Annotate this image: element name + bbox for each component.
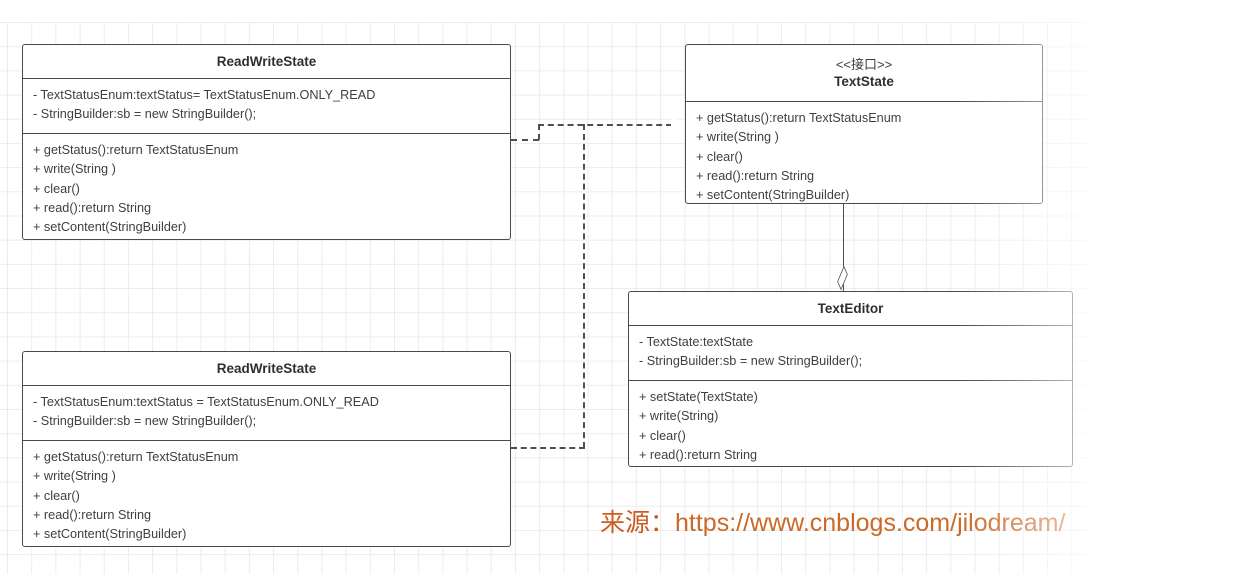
class-methods-read-write-state-top: + getStatus():return TextStatusEnum + wr… bbox=[23, 133, 510, 245]
method-row: + read():return String bbox=[33, 507, 152, 522]
method-row: + write(String ) bbox=[33, 162, 116, 177]
class-title: TextEditor bbox=[817, 300, 884, 316]
class-box-read-write-state-bottom[interactable]: ReadWriteState - TextStatusEnum:textStat… bbox=[22, 351, 511, 547]
method-row: + read():return String bbox=[639, 447, 758, 462]
method-row: + clear() bbox=[696, 149, 743, 164]
class-attributes-read-write-state-top: - TextStatusEnum:textStatus= TextStatusE… bbox=[23, 78, 510, 133]
watermark-url: https://www.cnblogs.com/jilodream/ bbox=[675, 509, 1066, 537]
method-row: + clear() bbox=[33, 181, 80, 196]
class-box-text-state-interface[interactable]: <<接口>> TextState + getStatus():return Te… bbox=[685, 44, 1043, 204]
method-row: + write(String) bbox=[639, 409, 719, 424]
class-methods-read-write-state-bottom: + getStatus():return TextStatusEnum + wr… bbox=[23, 440, 510, 552]
class-header-read-write-state-bottom: ReadWriteState bbox=[23, 352, 510, 385]
method-row: + getStatus():return TextStatusEnum bbox=[696, 111, 902, 125]
method-row: + getStatus():return TextStatusEnum bbox=[33, 143, 239, 157]
source-watermark: 来源：https://www.cnblogs.com/jilodream/ bbox=[600, 503, 1065, 539]
class-header-text-editor: TextEditor bbox=[629, 292, 1072, 325]
attribute-row: - StringBuilder:sb = new StringBuilder()… bbox=[639, 354, 863, 369]
stereotype-label: <<接口>> bbox=[835, 56, 893, 72]
realization-arrowhead-top bbox=[671, 116, 685, 132]
class-title: ReadWriteState bbox=[216, 360, 317, 376]
class-title: ReadWriteState bbox=[216, 53, 317, 69]
attribute-row: - TextState:textState bbox=[639, 335, 754, 349]
method-row: + read():return String bbox=[696, 168, 815, 183]
class-title: TextState bbox=[834, 73, 894, 89]
method-row: + clear() bbox=[33, 488, 80, 503]
method-row: + write(String ) bbox=[696, 130, 779, 145]
class-methods-text-state-interface: + getStatus():return TextStatusEnum + wr… bbox=[686, 101, 1042, 213]
method-row: + getStatus():return TextStatusEnum bbox=[33, 450, 239, 464]
method-row: + read():return String bbox=[33, 200, 152, 215]
realization-segment-top-stub bbox=[511, 139, 539, 141]
method-row: + write(String ) bbox=[33, 469, 116, 484]
method-row: + clear() bbox=[639, 428, 686, 443]
method-row: + setContent(StringBuilder) bbox=[33, 527, 187, 542]
realization-segment-top-run bbox=[538, 124, 672, 126]
realization-segment-bottom-run bbox=[511, 447, 585, 449]
aggregation-diamond-icon bbox=[837, 265, 848, 291]
attribute-row: - StringBuilder:sb = new StringBuilder()… bbox=[33, 107, 257, 122]
class-box-text-editor[interactable]: TextEditor - TextState:textState - Strin… bbox=[628, 291, 1073, 467]
class-header-text-state-interface: <<接口>> TextState bbox=[686, 45, 1042, 101]
class-attributes-read-write-state-bottom: - TextStatusEnum:textStatus = TextStatus… bbox=[23, 385, 510, 440]
class-header-read-write-state-top: ReadWriteState bbox=[23, 45, 510, 78]
realization-segment-top-riser bbox=[538, 124, 540, 140]
watermark-label: 来源： bbox=[600, 509, 676, 537]
realization-segment-trunk bbox=[583, 124, 585, 448]
attribute-row: - TextStatusEnum:textStatus = TextStatus… bbox=[33, 395, 379, 409]
aggregation-line bbox=[843, 204, 844, 292]
class-box-read-write-state-top[interactable]: ReadWriteState - TextStatusEnum:textStat… bbox=[22, 44, 511, 240]
class-methods-text-editor: + setState(TextState) + write(String) + … bbox=[629, 380, 1072, 473]
class-attributes-text-editor: - TextState:textState - StringBuilder:sb… bbox=[629, 325, 1072, 380]
method-row: + setContent(StringBuilder) bbox=[33, 220, 187, 235]
method-row: + setState(TextState) bbox=[639, 390, 758, 404]
attribute-row: - StringBuilder:sb = new StringBuilder()… bbox=[33, 414, 257, 429]
attribute-row: - TextStatusEnum:textStatus= TextStatusE… bbox=[33, 88, 376, 102]
method-row: + setContent(StringBuilder) bbox=[696, 188, 850, 203]
